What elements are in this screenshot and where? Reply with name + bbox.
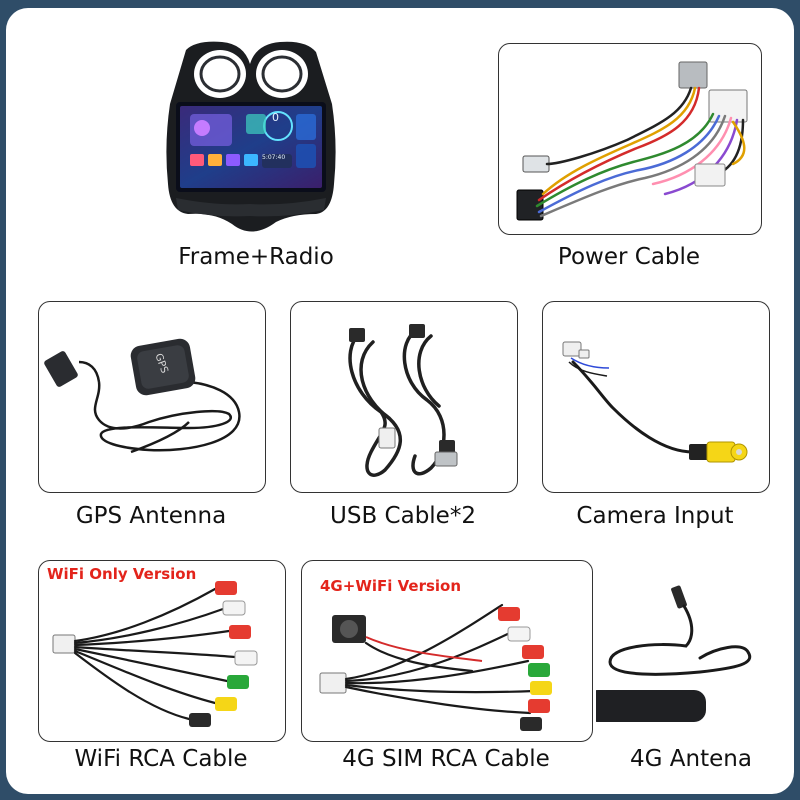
gps-antenna-card: GPS	[38, 301, 266, 493]
power-cable-label: Power Cable	[557, 244, 701, 270]
4g-antenna-image	[596, 585, 752, 722]
usb-cable-image	[348, 324, 458, 477]
wifi-rca-label: WiFi RCA Cable	[74, 746, 248, 772]
wifi-rca-image	[52, 581, 258, 727]
camera-input-image	[562, 341, 748, 463]
sim-rca-image	[319, 603, 552, 731]
sim-rca-label: 4G SIM RCA Cable	[342, 746, 550, 772]
gps-antenna-image	[44, 338, 241, 454]
wifi-only-version-tag: WiFi Only Version	[47, 565, 197, 583]
product-sheet: 0 5:07:40 Frame+Radio	[6, 8, 794, 794]
usb-cable-card	[290, 301, 518, 493]
4g-antenna-label: 4G Antena	[630, 746, 752, 772]
usb-cable-label: USB Cable*2	[330, 503, 476, 529]
frame-radio-image	[166, 41, 336, 232]
radio-time-text: 5:07:40	[262, 154, 286, 161]
camera-input-label: Camera Input	[576, 503, 734, 529]
power-cable-image	[516, 61, 748, 221]
sim-rca-card: 4G+WiFi Version	[301, 560, 593, 742]
power-cable-card	[498, 43, 762, 235]
frame-radio-label: Frame+Radio	[178, 244, 334, 270]
gps-antenna-label: GPS Antenna	[75, 503, 227, 529]
camera-input-card	[542, 301, 770, 493]
radio-clock-text: 0	[272, 111, 279, 124]
4g-wifi-version-tag: 4G+WiFi Version	[320, 577, 462, 595]
wifi-rca-card: WiFi Only Version	[38, 560, 286, 742]
